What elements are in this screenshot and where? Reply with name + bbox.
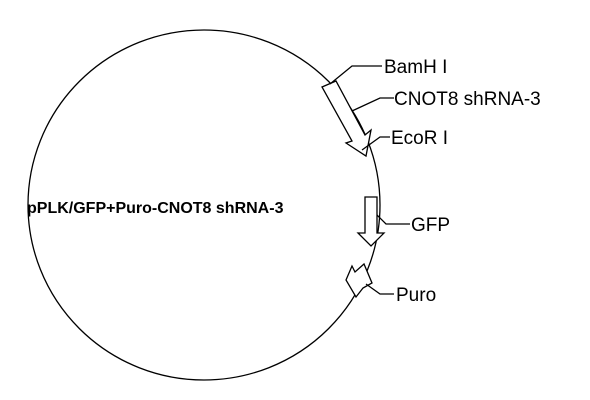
- puro-label: Puro: [396, 285, 436, 306]
- bamh1-leader-line: [329, 65, 382, 85]
- gfp-label: GFP: [411, 215, 450, 236]
- ecor1-label: EcoR I: [391, 128, 448, 149]
- shrna-label: CNOT8 shRNA-3: [394, 89, 541, 110]
- ecor1-leader-line: [361, 136, 390, 151]
- puro-leader-line: [365, 283, 394, 295]
- shrna-feature-arrow: [321, 80, 372, 158]
- gfp-feature-arrow: [356, 196, 386, 247]
- plasmid-name-label: pPLK/GFP+Puro-CNOT8 shRNA-3: [27, 200, 284, 217]
- bamh1-label: BamH I: [384, 57, 447, 78]
- puro-feature-arrow: [345, 262, 373, 299]
- shrna-leader-line: [351, 97, 394, 112]
- gfp-leader-line: [376, 214, 410, 225]
- plasmid-backbone: [27, 29, 381, 381]
